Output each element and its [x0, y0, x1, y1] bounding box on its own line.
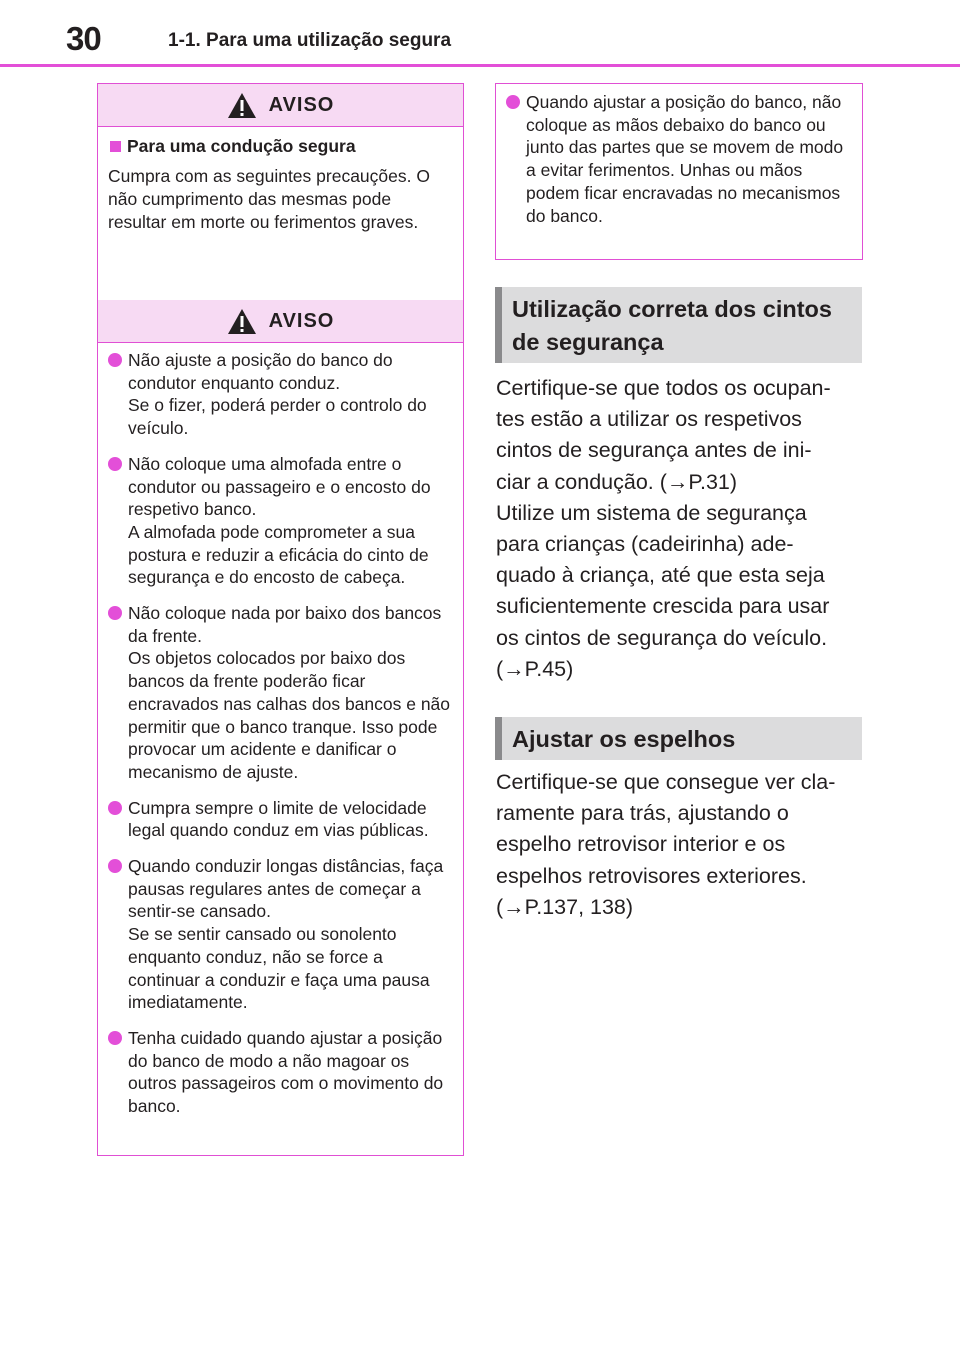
list-item: Tenha cuidado quando ajustar a posição d… — [108, 1027, 453, 1118]
warning-header: AVISO — [98, 300, 463, 342]
warning-title: AVISO — [268, 93, 335, 116]
subheading-text: Para uma condução segura — [127, 136, 356, 156]
warning-box-continued: Quando ajustar a posição do banco, não c… — [495, 83, 863, 260]
bullet-text: Não coloque uma almofada entre o conduto… — [128, 453, 431, 588]
warning-bullet-list: Quando ajustar a posição do banco, não c… — [496, 84, 862, 239]
divider — [98, 342, 463, 343]
bullet-dot-icon — [506, 95, 520, 109]
bullet-text: Quando ajustar a posição do banco, não c… — [526, 92, 844, 226]
bullet-text: Não ajuste a posição do banco do conduto… — [128, 350, 427, 439]
list-item: Não coloque uma almofada entre o conduto… — [108, 453, 453, 589]
bullet-text: Quando conduzir longas distâncias, faça … — [128, 856, 444, 1013]
section-heading-text: Ajustar os espelhos — [512, 726, 736, 752]
list-item: Cumpra sempre o limite de velocidade leg… — [108, 797, 453, 842]
page-header: 30 1-1. Para uma utilização segura — [0, 0, 960, 68]
divider — [98, 126, 463, 127]
bullet-dot-icon — [108, 456, 122, 471]
warning-box: AVISO Para uma condução segura Cumpra co… — [97, 83, 464, 1156]
bullet-text: Tenha cuidado quando ajustar a posição d… — [128, 1027, 444, 1117]
warning-title: AVISO — [268, 309, 335, 332]
square-bullet-icon — [110, 141, 121, 152]
list-item: Não coloque nada por baixo dos bancos da… — [108, 602, 453, 784]
section-heading: Ajustar os espelhos — [495, 717, 862, 760]
section-body: Certifique-se que consegue ver cla- rame… — [496, 770, 836, 919]
section-title: 1-1. Para uma utilização segura — [168, 30, 452, 51]
warning-intro-text: Cumpra com as seguintes precauções. O nã… — [108, 166, 430, 232]
bullet-dot-icon — [108, 859, 122, 874]
list-item: Quando conduzir longas distâncias, faça … — [108, 855, 453, 1014]
bullet-text: Cumpra sempre o limite de velocidade leg… — [128, 797, 429, 841]
warning-triangle-icon — [227, 92, 256, 118]
section-body: Certifique-se que todos os ocupan- tes e… — [496, 376, 831, 681]
list-item: Quando ajustar a posição do banco, não c… — [506, 91, 852, 227]
bullet-dot-icon — [108, 353, 122, 367]
warning-header: AVISO — [98, 84, 463, 126]
bullet-text: Não coloque nada por baixo dos bancos da… — [128, 603, 451, 782]
list-item: Não ajuste a posição do banco do conduto… — [108, 349, 453, 440]
warning-bullet-list: Não ajuste a posição do banco do conduto… — [98, 343, 463, 1130]
header-divider — [0, 64, 960, 67]
section-heading: Utilização correta dos cintos de seguran… — [495, 287, 862, 363]
warning-triangle-icon — [227, 308, 256, 334]
page-number: 30 — [66, 20, 102, 57]
section-heading-text: Utilização correta dos cintos de seguran… — [512, 296, 832, 355]
warning-subheading: Para uma condução segura — [110, 136, 463, 157]
bullet-dot-icon — [108, 800, 122, 815]
bullet-dot-icon — [108, 606, 122, 621]
bullet-dot-icon — [108, 1030, 122, 1045]
